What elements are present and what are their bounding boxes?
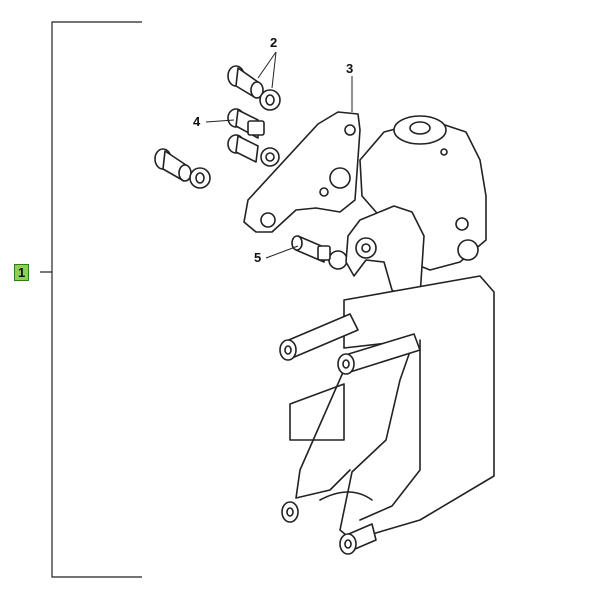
main-frame-tube-mid [337, 333, 421, 375]
leader-lines [205, 51, 353, 259]
callout-5: 5 [254, 250, 262, 265]
part-2-pin-upper [227, 65, 264, 99]
main-clevis [345, 205, 425, 301]
part-2-washer-lower [189, 167, 211, 189]
part-2-washer-mid [260, 147, 280, 167]
main-frame-tube-upper [279, 313, 359, 361]
callout-4: 4 [193, 114, 201, 129]
assembly-bracket [40, 21, 142, 578]
main-frame-tube-lower-left [281, 501, 299, 523]
part-2-pin-lower [154, 148, 192, 182]
callout-2: 2 [270, 35, 278, 50]
part-4-bolt [227, 108, 265, 163]
callout-3: 3 [346, 61, 354, 76]
part-3-plate [243, 111, 361, 233]
part-5-ball-stud [291, 235, 348, 270]
main-housing-head [359, 115, 487, 271]
main-frame [289, 275, 495, 541]
callout-1: 1 [14, 264, 30, 281]
part-2-washer-upper [259, 89, 281, 111]
main-frame-tube-lower-right [339, 523, 377, 555]
